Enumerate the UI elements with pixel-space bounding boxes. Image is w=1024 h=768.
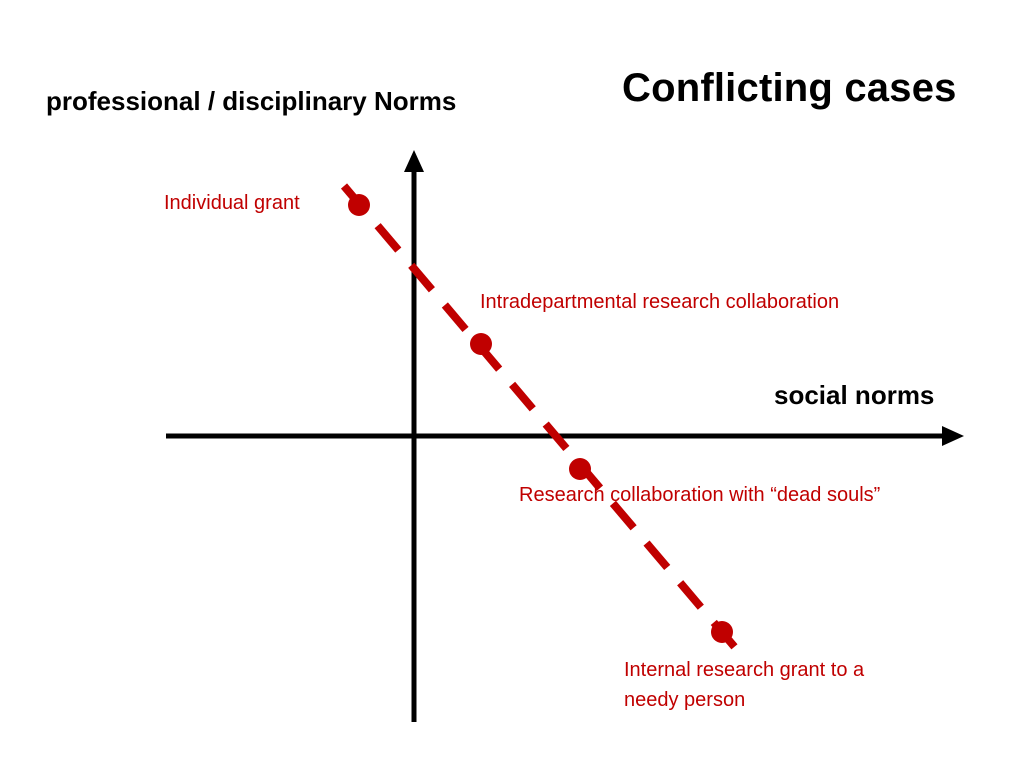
point-intradepartmental-collaboration bbox=[470, 333, 492, 355]
y-axis-label: professional / disciplinary Norms bbox=[46, 86, 457, 116]
point-dead-souls-collaboration bbox=[569, 458, 591, 480]
point-label-line1: Internal research grant to a bbox=[624, 659, 865, 681]
point-label-line2: needy person bbox=[624, 689, 746, 711]
x-axis-arrowhead bbox=[942, 426, 964, 446]
point-label-intradepartmental-collaboration: Intradepartmental research collaboration bbox=[480, 291, 840, 313]
point-individual-grant bbox=[348, 194, 370, 216]
point-internal-grant-needy bbox=[711, 621, 733, 643]
slide-title: Conflicting cases bbox=[622, 66, 957, 110]
trend-line bbox=[340, 183, 742, 654]
point-label-dead-souls-collaboration: Research collaboration with “dead souls” bbox=[519, 484, 881, 506]
point-label-individual-grant: Individual grant bbox=[164, 192, 300, 214]
point-label-internal-grant-needy: Internal research grant to a needy perso… bbox=[624, 655, 864, 715]
y-axis-arrowhead bbox=[404, 150, 424, 172]
x-axis-label: social norms bbox=[774, 380, 935, 410]
